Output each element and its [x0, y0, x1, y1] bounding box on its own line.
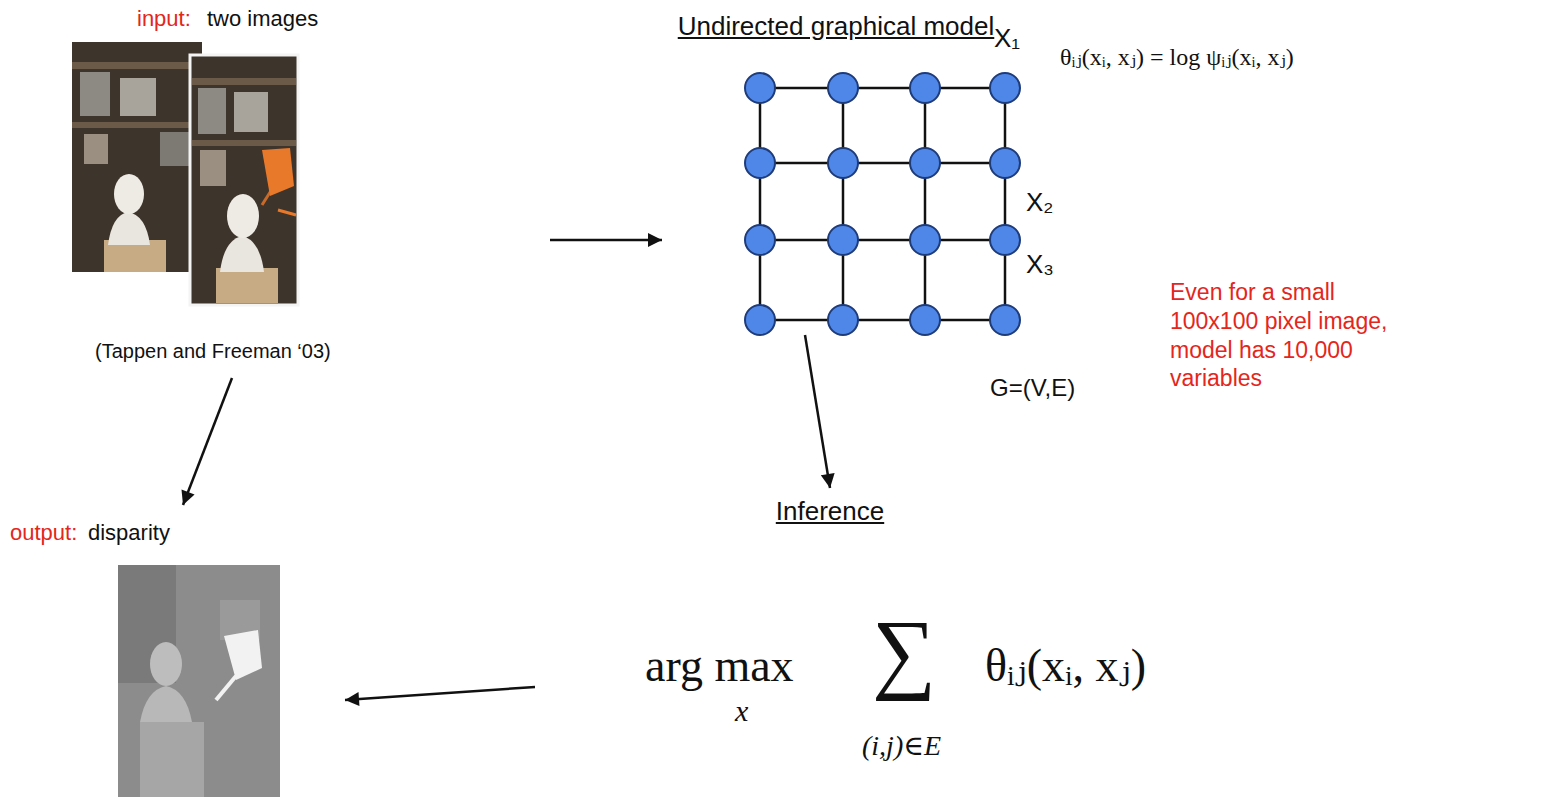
graph-edge	[1004, 88, 1007, 320]
variable-label: X₁	[994, 24, 1020, 54]
graph-edge	[760, 239, 1005, 242]
graph-vertex	[828, 305, 858, 335]
equipment	[160, 132, 192, 166]
inference-panel: Inference arg maxx ∑ (i,j)∈E θᵢⱼ(xᵢ, xⱼ)	[535, 488, 1320, 795]
bust-head	[114, 174, 144, 214]
disparity-image	[118, 565, 280, 797]
model-panel: Undirected graphical modelX₁ X₂ X₃ θᵢⱼ(xᵢ, …	[662, 5, 1545, 335]
panel-caption: disparity	[88, 520, 170, 545]
graph-edge	[760, 87, 1005, 90]
section-heading: Inference	[776, 497, 884, 527]
input-image-front	[190, 55, 298, 305]
graph-vertex	[910, 73, 940, 103]
panel-caption: two images	[207, 6, 318, 31]
flow-arrow	[550, 239, 662, 242]
citation: (Tappen and Freeman ‘03)	[95, 340, 331, 363]
disparity-bust	[140, 686, 192, 722]
graph-edge	[759, 88, 762, 320]
photo-ground	[190, 55, 298, 305]
graph-vertex	[910, 225, 940, 255]
panel-tag: input:	[137, 6, 191, 31]
box	[216, 268, 278, 303]
graph-vertex	[828, 148, 858, 178]
output-panel: output: disparity	[5, 505, 345, 797]
graph-vertex	[745, 148, 775, 178]
formula-sum: ∑	[872, 600, 936, 704]
graph-edge	[760, 162, 1005, 165]
flow-arrow	[183, 378, 232, 505]
graph-vertex	[990, 148, 1020, 178]
shelf	[72, 122, 202, 128]
graph-vertex	[745, 225, 775, 255]
graph-vertex	[990, 225, 1020, 255]
graph-edge	[760, 319, 1005, 322]
formula-term: θᵢⱼ(xᵢ, xⱼ)	[985, 640, 1146, 693]
disparity-ground	[118, 565, 280, 797]
input-image-back	[72, 42, 202, 272]
lamp-shade	[262, 148, 294, 196]
formula-operator: arg max	[645, 640, 794, 693]
formula-subscript: x	[735, 694, 748, 729]
graph-edge	[842, 88, 845, 320]
equipment	[198, 88, 226, 134]
disparity-lamp	[224, 630, 262, 680]
equipment	[120, 78, 156, 116]
formula-subscript: (i,j)∈E	[862, 730, 941, 762]
formula: θᵢⱼ(xᵢ, xⱼ) = log ψᵢⱼ(xᵢ, xⱼ)	[1060, 44, 1294, 72]
photo-ground	[72, 42, 202, 272]
disparity-bust	[150, 642, 182, 686]
graph-label: G=(V,E)	[990, 374, 1075, 402]
panel-tag: output:	[10, 520, 77, 545]
graph-edge	[924, 88, 927, 320]
bust-head	[227, 194, 259, 238]
lamp-arm	[278, 210, 296, 215]
graph-vertex	[910, 148, 940, 178]
bust-body	[220, 236, 264, 272]
shelf	[192, 140, 296, 146]
equipment	[200, 150, 226, 186]
grid-vertices	[745, 73, 1020, 335]
equipment	[84, 134, 108, 164]
variable-label: X₃	[1026, 250, 1054, 280]
grid-graph	[760, 88, 1005, 320]
graph-vertex	[990, 73, 1020, 103]
graph-vertex	[745, 305, 775, 335]
graph-vertex	[745, 73, 775, 103]
input-panel: input: two images (Tappen and Freeman ‘03)	[60, 5, 550, 378]
flow-arrow	[345, 687, 535, 700]
shelf	[72, 62, 202, 69]
shelf	[192, 78, 296, 85]
variable-label: X₂	[1026, 188, 1053, 218]
graph-vertex	[990, 305, 1020, 335]
disparity-region	[140, 722, 204, 797]
flow-arrow	[805, 335, 830, 488]
bust-body	[108, 212, 150, 245]
note: Even for a small 100x100 pixel image, mo…	[1170, 278, 1420, 393]
graph-vertex	[910, 305, 940, 335]
equipment	[234, 92, 268, 132]
graph-vertex	[828, 73, 858, 103]
section-heading: Undirected graphical model	[678, 12, 995, 42]
disparity-lamp	[216, 676, 236, 700]
equipment	[80, 72, 110, 116]
graph-vertex	[828, 225, 858, 255]
